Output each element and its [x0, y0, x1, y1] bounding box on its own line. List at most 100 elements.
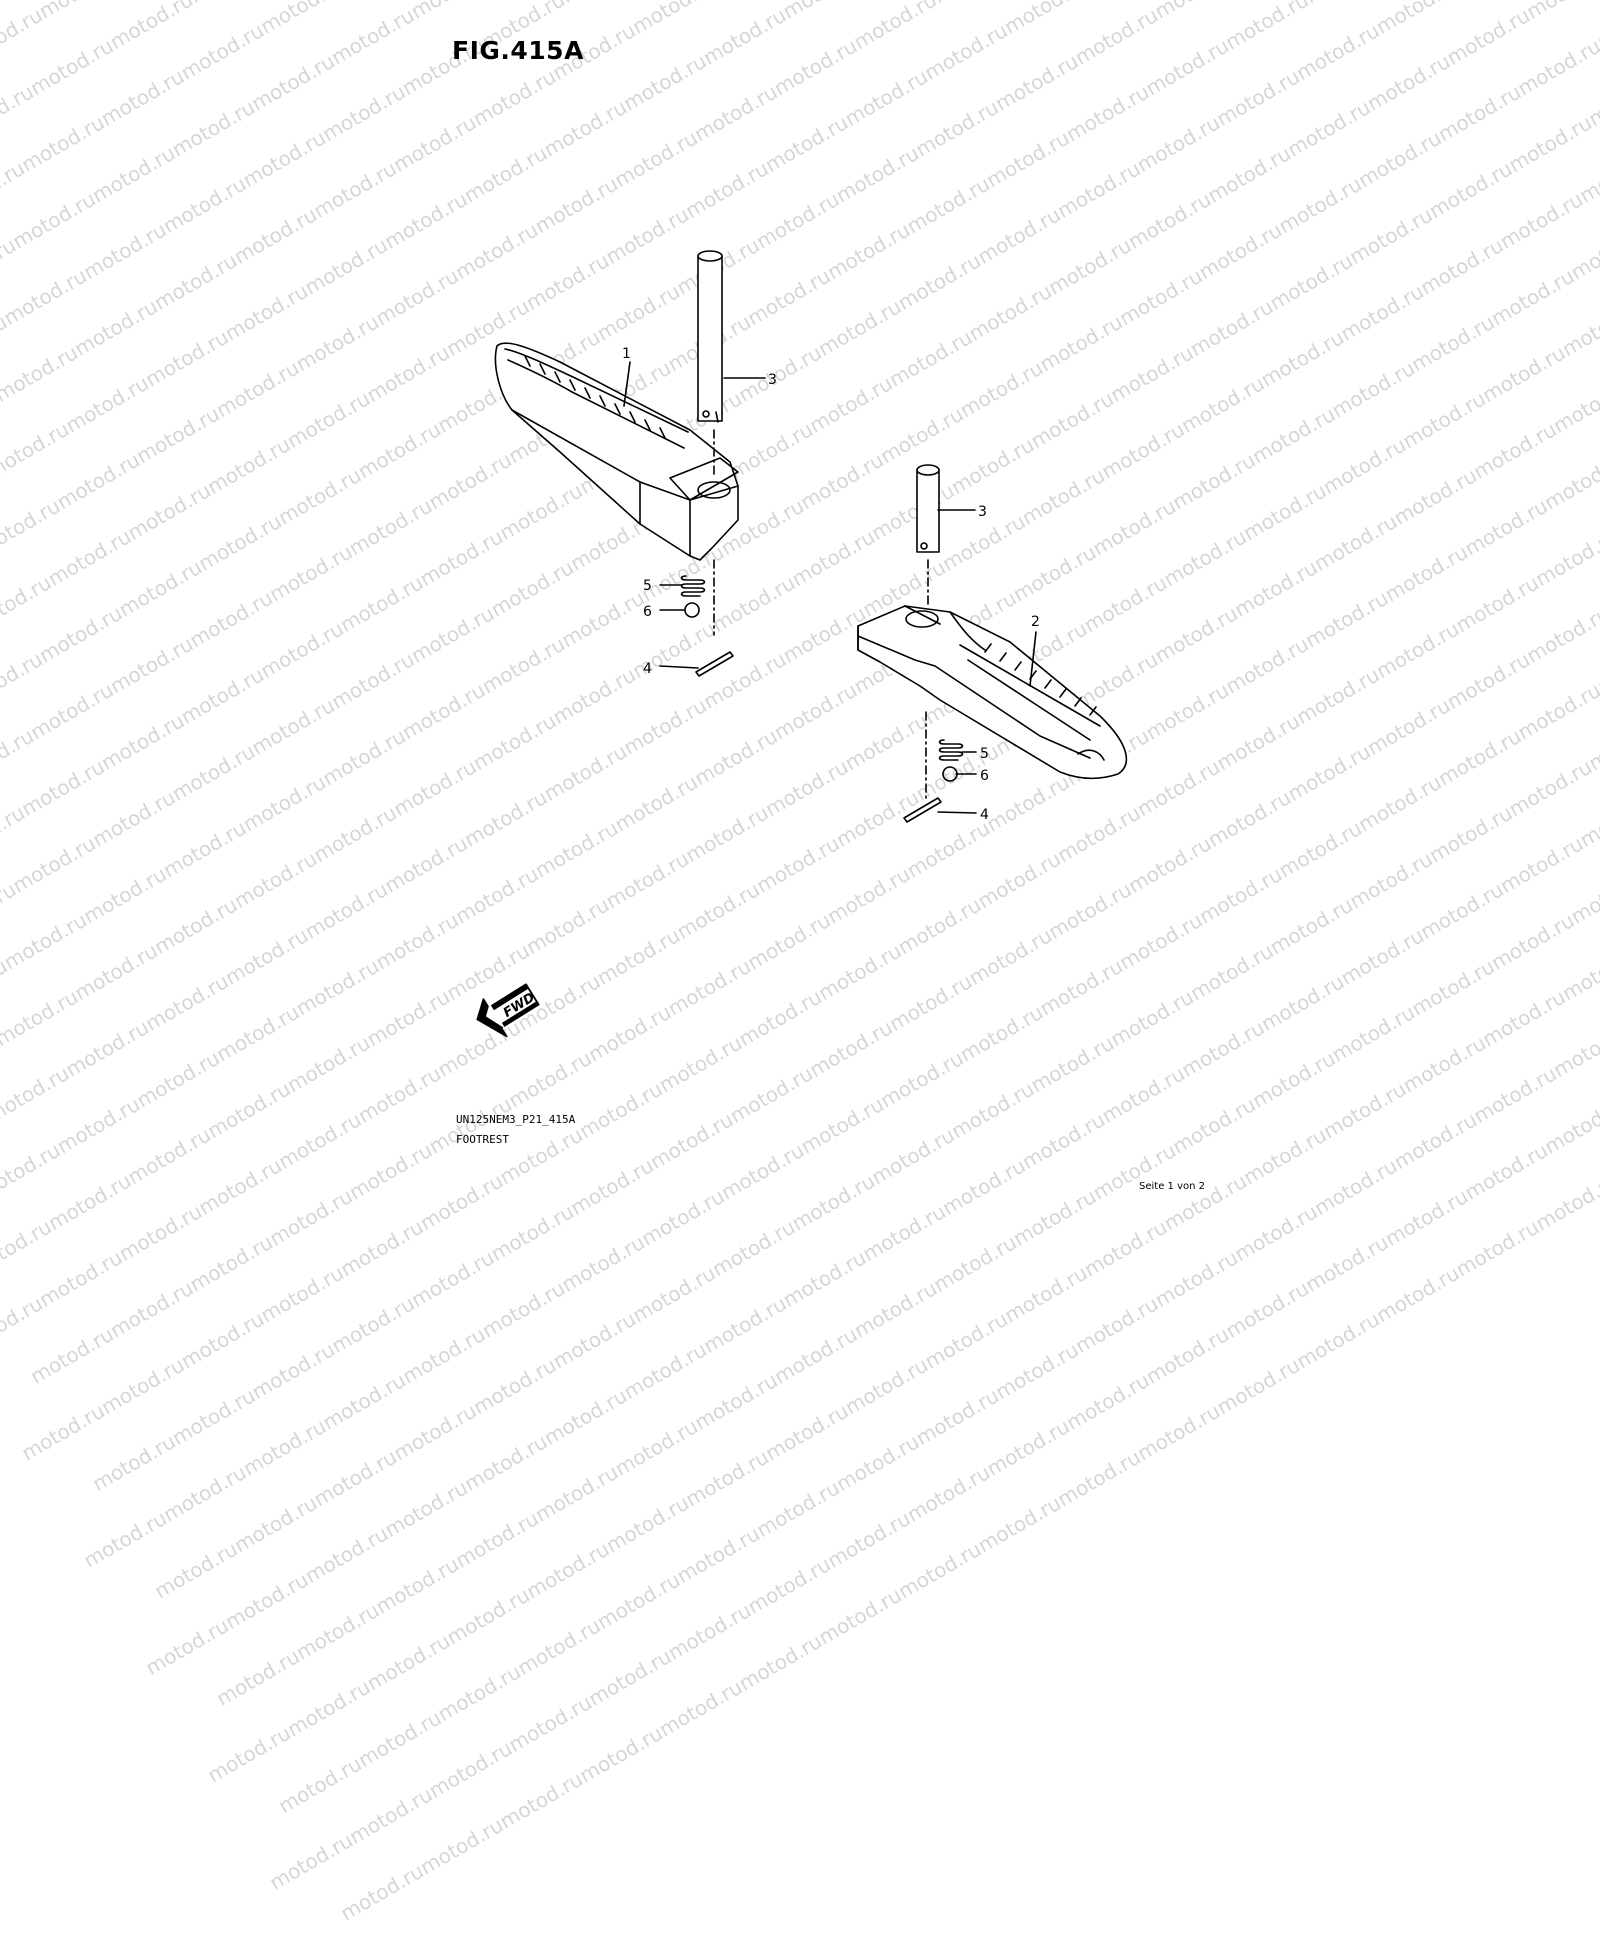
watermark-text: motod.ru: [238, 1413, 331, 1481]
watermark-text: motod.ru: [522, 1536, 614, 1604]
watermark-text: motod.ru: [345, 1782, 437, 1849]
watermark-text: motod.ru: [761, 1398, 853, 1466]
watermark-text: motod.ru: [823, 1506, 915, 1573]
page-indicator: Seite 1 von 2: [1139, 1181, 1205, 1192]
right-ball: [942, 766, 958, 782]
left-footrest: [494, 342, 739, 561]
watermark-text: motod.ru: [336, 1858, 428, 1926]
watermark-text: motod.ru: [88, 1429, 180, 1496]
watermark-text: motod.ru: [477, 1275, 570, 1343]
watermark-text: motod.ru: [778, 1245, 871, 1313]
watermark-text: motod.ru: [353, 1705, 446, 1773]
watermark-text: motod.ru: [415, 1812, 508, 1880]
watermark-text: motod.ru: [592, 1567, 685, 1635]
watermark-text: motod.ru: [707, 1214, 800, 1282]
watermark-text: motod.ru: [167, 1383, 260, 1450]
watermark-text: motod.ru: [141, 1613, 233, 1681]
watermark-text: motod.ru: [1301, 1230, 1393, 1297]
callout-right-5: 5: [980, 746, 989, 762]
watermark-text: motod.ru: [150, 1536, 242, 1604]
callout-right-3: 3: [978, 504, 987, 520]
watermark-text: motod.ru: [858, 1199, 950, 1267]
figure-caption: FOOTREST: [456, 1133, 509, 1146]
watermark-text: motod.ru: [1053, 1444, 1145, 1512]
watermark-text: motod.ru: [1221, 1276, 1313, 1343]
watermark-text: motod.ru: [1230, 1199, 1322, 1267]
watermark-text: motod.ru: [433, 1659, 526, 1727]
watermark-text: motod.ru: [406, 1245, 499, 1312]
watermark-text: motod.ru: [274, 1751, 366, 1819]
watermark-text: motod.ru: [1062, 1368, 1154, 1435]
watermark-text: motod.ru: [300, 1521, 393, 1589]
watermark-text: motod.ru: [743, 1552, 835, 1619]
watermark-text: motod.ru: [1150, 1245, 1243, 1313]
watermark-text: motod.ru: [504, 1690, 596, 1757]
parts-diagram: 1 3 5 6 4 2 3 5 6 4 FWD: [476, 250, 1128, 1038]
watermark-text: motod.ru: [530, 1460, 623, 1527]
watermark-text: motod.ru: [752, 1475, 844, 1543]
watermark-text: motod.ru: [628, 1260, 720, 1328]
watermark-text: motod.ru: [548, 1306, 641, 1374]
watermark-text: motod.ru: [371, 1552, 464, 1619]
watermark-text: motod.ru: [26, 1321, 118, 1389]
callout-left-6: 6: [643, 604, 652, 620]
right-cotter-pin: [903, 797, 942, 823]
leader-left-4: [659, 665, 699, 669]
forward-arrow-icon: FWD: [476, 983, 540, 1038]
watermark-text: motod.ru: [929, 1230, 1021, 1297]
watermark-text: motod.ru: [601, 1490, 694, 1558]
watermark-text: motod.ru: [991, 1337, 1083, 1405]
watermark-text: motod.ru: [203, 1720, 295, 1788]
watermark-text: motod.ru: [309, 1444, 402, 1512]
watermark-text: motod.ru: [557, 1229, 649, 1297]
watermark-text: motod.ru: [424, 1736, 517, 1803]
watermark-text: motod.ru: [159, 1459, 251, 1527]
watermark-text: motod.ru: [442, 1582, 534, 1650]
left-spring: [680, 575, 706, 597]
watermark-text: motod.ru: [831, 1429, 924, 1497]
right-pin: [916, 464, 940, 553]
watermark-text: motod.ru: [1070, 1291, 1163, 1359]
watermark-text: motod.ru: [654, 1674, 747, 1742]
watermark-text: motod.ru: [973, 1490, 1066, 1558]
callout-right-2: 2: [1031, 614, 1040, 630]
watermark-text: motod.ru: [672, 1521, 765, 1589]
watermark-text: motod.ru: [97, 1352, 189, 1420]
right-footrest: [857, 605, 1128, 780]
watermark-text: motod.ru: [610, 1414, 703, 1481]
watermark-text: motod.ru: [283, 1674, 375, 1742]
watermark-text: motod.ru: [35, 1245, 127, 1312]
watermark-text: motod.ru: [849, 1276, 942, 1343]
watermark-text: motod.ru: [1292, 1306, 1384, 1374]
watermark-text: motod.ru: [814, 1582, 906, 1650]
watermark-text: motod.ru: [318, 1367, 410, 1435]
watermark-text: motod.ru: [911, 1383, 1004, 1451]
watermark-text: motod.ru: [513, 1613, 605, 1681]
watermark-text: motod.ru: [362, 1628, 455, 1696]
watermark-text: motod.ru: [247, 1337, 340, 1404]
watermark-text: motod.ru: [212, 1644, 304, 1711]
watermark-text: motod.ru: [486, 1199, 579, 1266]
watermark-text: motod.ru: [575, 1720, 667, 1788]
watermark-text: motod.ru: [690, 1368, 782, 1435]
left-cotter-pin: [695, 651, 734, 677]
watermark-text: motod.ru: [398, 1321, 490, 1389]
watermark-text: motod.ru: [734, 1628, 827, 1696]
watermark-text: motod.ru: [663, 1598, 756, 1665]
watermark-text: motod.ru: [1079, 1214, 1172, 1282]
watermark-text: motod.ru: [1451, 1214, 1544, 1282]
watermark-text: motod.ru: [176, 1306, 269, 1374]
watermark-text: motod.ru: [0, 1214, 56, 1282]
watermark-text: motod.ru: [699, 1291, 791, 1359]
watermark-text: motod.ru: [1212, 1352, 1305, 1420]
watermark-text: motod.ru: [105, 1275, 198, 1343]
left-pin: [697, 250, 723, 423]
left-ball: [684, 602, 700, 618]
watermark-text: motod.ru: [920, 1306, 1012, 1374]
watermark-text: motod.ru: [221, 1567, 313, 1635]
watermark-text: motod.ru: [539, 1383, 632, 1451]
watermark-text: motod.ru: [468, 1352, 561, 1420]
watermark-text: motod.ru: [495, 1766, 588, 1834]
watermark-text: motod.ru: [893, 1536, 986, 1604]
watermark-text: motod.ru: [291, 1598, 384, 1665]
